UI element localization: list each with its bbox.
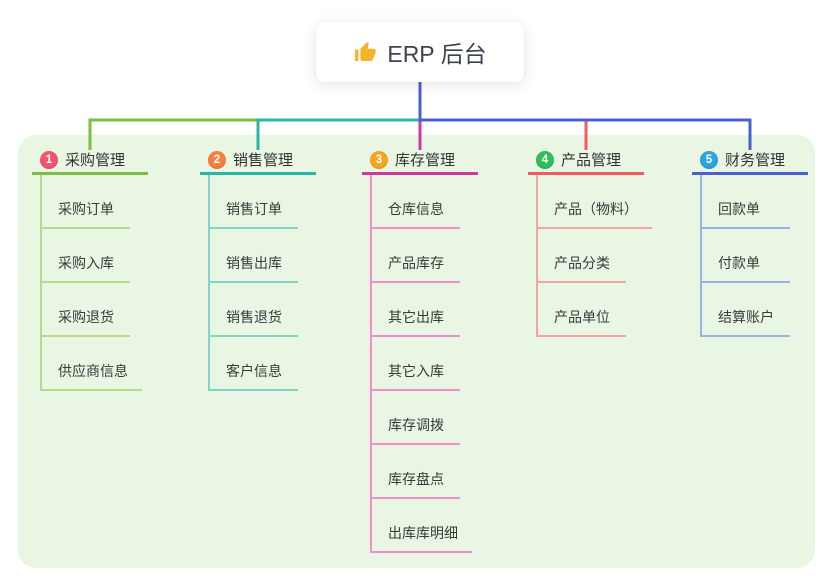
child-label: 产品库存 <box>388 255 444 271</box>
child-node[interactable]: 采购入库 <box>42 229 130 283</box>
branch-header-inventory[interactable]: 3 库存管理 <box>362 147 478 175</box>
root-node[interactable]: ERP 后台 <box>316 22 524 82</box>
child-label: 库存调拨 <box>388 417 444 433</box>
child-label: 回款单 <box>718 201 760 217</box>
child-label: 其它入库 <box>388 363 444 379</box>
badge-5: 5 <box>700 150 718 169</box>
thumbs-up-icon <box>353 40 377 64</box>
child-label: 产品单位 <box>554 309 610 325</box>
child-label: 客户信息 <box>226 363 282 379</box>
child-node[interactable]: 仓库信息 <box>372 175 460 229</box>
branch-label: 销售管理 <box>233 152 294 169</box>
child-label: 产品分类 <box>554 255 610 271</box>
child-label: 供应商信息 <box>58 363 128 379</box>
branch-label: 采购管理 <box>65 152 126 169</box>
branch-children: 产品（物料） 产品分类 产品单位 <box>536 175 658 337</box>
child-label: 其它出库 <box>388 309 444 325</box>
child-label: 仓库信息 <box>388 201 444 217</box>
branch-label: 产品管理 <box>561 152 622 169</box>
child-node[interactable]: 采购订单 <box>42 175 130 229</box>
child-label: 采购入库 <box>58 255 114 271</box>
branch-header-sales[interactable]: 2 销售管理 <box>200 147 316 175</box>
child-node[interactable]: 客户信息 <box>210 337 298 391</box>
badge-3: 3 <box>370 150 388 169</box>
branch-header-product[interactable]: 4 产品管理 <box>528 147 644 175</box>
child-node[interactable]: 出库库明细 <box>372 499 472 553</box>
child-node[interactable]: 回款单 <box>702 175 790 229</box>
child-node[interactable]: 库存调拨 <box>372 391 460 445</box>
root-title: ERP 后台 <box>387 41 487 67</box>
child-node[interactable]: 产品库存 <box>372 229 460 283</box>
badge-1: 1 <box>40 150 58 169</box>
child-node[interactable]: 其它出库 <box>372 283 460 337</box>
child-node[interactable]: 产品分类 <box>538 229 626 283</box>
branch-sales: 2 销售管理 销售订单 销售出库 销售退货 客户信息 <box>200 147 330 391</box>
child-node[interactable]: 产品单位 <box>538 283 626 337</box>
child-label: 库存盘点 <box>388 471 444 487</box>
mindmap-background-panel <box>18 135 815 568</box>
badge-2: 2 <box>208 150 226 169</box>
child-label: 销售退货 <box>226 309 282 325</box>
branch-header-purchase[interactable]: 1 采购管理 <box>32 147 148 175</box>
badge-4: 4 <box>536 150 554 169</box>
branch-children: 仓库信息 产品库存 其它出库 其它入库 库存调拨 库存盘点 出库库明细 <box>370 175 492 553</box>
child-label: 销售订单 <box>226 201 282 217</box>
child-label: 付款单 <box>718 255 760 271</box>
child-label: 产品（物料） <box>554 201 638 217</box>
child-node[interactable]: 库存盘点 <box>372 445 460 499</box>
child-label: 采购退货 <box>58 309 114 325</box>
child-node[interactable]: 供应商信息 <box>42 337 142 391</box>
branch-inventory: 3 库存管理 仓库信息 产品库存 其它出库 其它入库 库存调拨 库存盘点 出库库… <box>362 147 492 553</box>
branch-children: 采购订单 采购入库 采购退货 供应商信息 <box>40 175 162 391</box>
branch-children: 回款单 付款单 结算账户 <box>700 175 822 337</box>
child-node[interactable]: 销售退货 <box>210 283 298 337</box>
child-node[interactable]: 销售订单 <box>210 175 298 229</box>
branch-finance: 5 财务管理 回款单 付款单 结算账户 <box>692 147 822 337</box>
child-label: 出库库明细 <box>388 525 458 541</box>
child-node[interactable]: 产品（物料） <box>538 175 652 229</box>
branch-header-finance[interactable]: 5 财务管理 <box>692 147 808 175</box>
child-label: 采购订单 <box>58 201 114 217</box>
branch-children: 销售订单 销售出库 销售退货 客户信息 <box>208 175 330 391</box>
child-node[interactable]: 付款单 <box>702 229 790 283</box>
child-node[interactable]: 结算账户 <box>702 283 790 337</box>
branch-product: 4 产品管理 产品（物料） 产品分类 产品单位 <box>528 147 658 337</box>
child-node[interactable]: 采购退货 <box>42 283 130 337</box>
child-label: 销售出库 <box>226 255 282 271</box>
child-node[interactable]: 销售出库 <box>210 229 298 283</box>
branch-label: 库存管理 <box>395 152 456 169</box>
child-label: 结算账户 <box>718 309 774 325</box>
branch-purchase: 1 采购管理 采购订单 采购入库 采购退货 供应商信息 <box>32 147 162 391</box>
child-node[interactable]: 其它入库 <box>372 337 460 391</box>
branch-label: 财务管理 <box>725 152 786 169</box>
